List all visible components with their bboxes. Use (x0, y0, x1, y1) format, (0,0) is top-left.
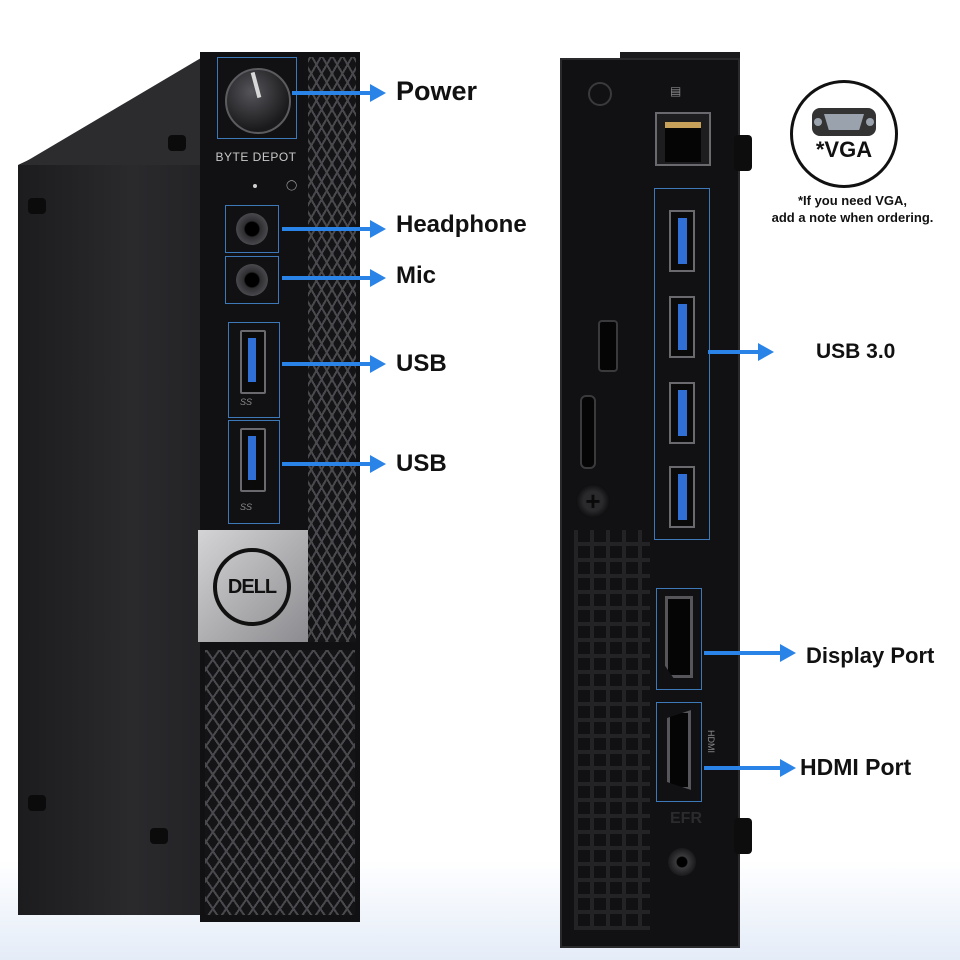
usb-port-insert (248, 436, 256, 480)
rear-top-tab (620, 52, 740, 62)
rubber-foot (150, 828, 168, 844)
power-arrow (292, 84, 386, 102)
vga-screw (814, 118, 822, 126)
hdmi-port-label: HDMI Port (800, 754, 912, 780)
mic-arrow (282, 269, 386, 287)
usb-highlight-box (228, 420, 280, 524)
ethernet-port (655, 112, 711, 166)
mic-label: Mic (396, 262, 437, 289)
usb-superspeed-icon: SS (240, 397, 253, 407)
rear-thumbscrew (734, 135, 752, 171)
usb-label: USB (396, 350, 447, 377)
vga-connector-body (824, 114, 864, 130)
rear-vent (574, 530, 650, 930)
rubber-foot (28, 795, 46, 811)
brand-label: BYTE DEPOT (215, 150, 297, 164)
power-led (253, 184, 257, 188)
power-label: Power (396, 76, 478, 106)
network-icon: ▤ (670, 84, 682, 98)
vga-note: *If you need VGA, add a note when orderi… (745, 192, 960, 226)
headphone-arrow (282, 220, 386, 238)
usb-port-insert (678, 304, 687, 350)
efr-marking: EFR (670, 810, 702, 827)
display-port-arrow (704, 644, 796, 662)
rubber-foot (168, 135, 186, 151)
drive-activity-icon: ◯ (286, 180, 298, 191)
rubber-foot (28, 198, 46, 214)
usb-arrow (282, 455, 386, 473)
vga-note-line-2: add a note when ordering. (771, 210, 934, 225)
display-port-highlight-box (656, 588, 702, 690)
mic-jack (236, 264, 268, 296)
usb-label: USB (396, 450, 447, 477)
rear-usb-highlight-box (654, 188, 710, 540)
front-grille-lower (205, 650, 355, 915)
front-grille-upper (308, 57, 356, 642)
vga-label: *VGA (815, 137, 873, 162)
hdmi-port-arrow (704, 759, 796, 777)
security-slot (598, 320, 618, 372)
mic-highlight-box (225, 256, 279, 304)
lock-hole (588, 82, 612, 106)
front-tower-side-panel (18, 75, 208, 915)
usb-arrow (282, 355, 386, 373)
hdmi-marking: HDMI (706, 730, 716, 753)
headphone-label: Headphone (396, 211, 527, 238)
usb-port-rear-2 (669, 296, 695, 358)
vga-screw (866, 118, 874, 126)
usb-port-rear-4 (669, 466, 695, 528)
usb-port-front-1 (240, 330, 266, 394)
usb-port-rear-1 (669, 210, 695, 272)
usb-port-rear-3 (669, 382, 695, 444)
usb-port-insert (678, 390, 687, 436)
ethernet-port-inner (665, 122, 701, 162)
usb30-label: USB 3.0 (816, 340, 896, 363)
usb-port-insert (678, 474, 687, 520)
usb-superspeed-icon: SS (240, 502, 253, 512)
power-highlight-box (217, 57, 297, 139)
usb-port-front-2 (240, 428, 266, 492)
dc-power-jack (668, 848, 696, 876)
rear-thumbscrew (734, 818, 752, 854)
power-button (225, 68, 291, 134)
dell-logo: DELL (213, 548, 291, 626)
display-port (665, 596, 693, 678)
hdmi-port (667, 710, 691, 790)
usb-highlight-box (228, 322, 280, 418)
hdmi-port-highlight-box (656, 702, 702, 802)
padlock-loop (580, 395, 596, 469)
chassis-screw: + (576, 484, 610, 518)
usb-port-insert (678, 218, 687, 264)
display-port-label: Display Port (806, 643, 935, 668)
headphone-jack (236, 213, 268, 245)
headphone-highlight-box (225, 205, 279, 253)
vga-connector-icon (812, 108, 876, 136)
usb-port-insert (248, 338, 256, 382)
usb30-arrow (708, 343, 774, 361)
vga-note-line-1: *If you need VGA, (797, 193, 908, 208)
